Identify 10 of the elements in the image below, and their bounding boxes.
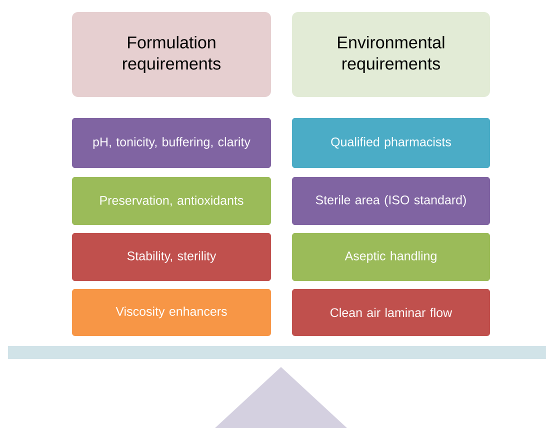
requirement-box: Clean air laminar flow (292, 289, 490, 336)
requirement-box: Qualified pharmacists (292, 118, 490, 168)
requirement-box: Sterile area (ISO standard) (292, 177, 490, 225)
requirement-box: Preservation, antioxidants (72, 177, 271, 225)
heading-box: Formulation requirements (72, 12, 271, 97)
requirement-box: Aseptic handling (292, 233, 490, 281)
heading-box: Environmental requirements (292, 12, 490, 97)
requirement-box: Viscosity enhancers (72, 289, 271, 336)
requirement-box: Stability, sterility (72, 233, 271, 281)
requirement-box: pH, tonicity, buffering, clarity (72, 118, 271, 168)
